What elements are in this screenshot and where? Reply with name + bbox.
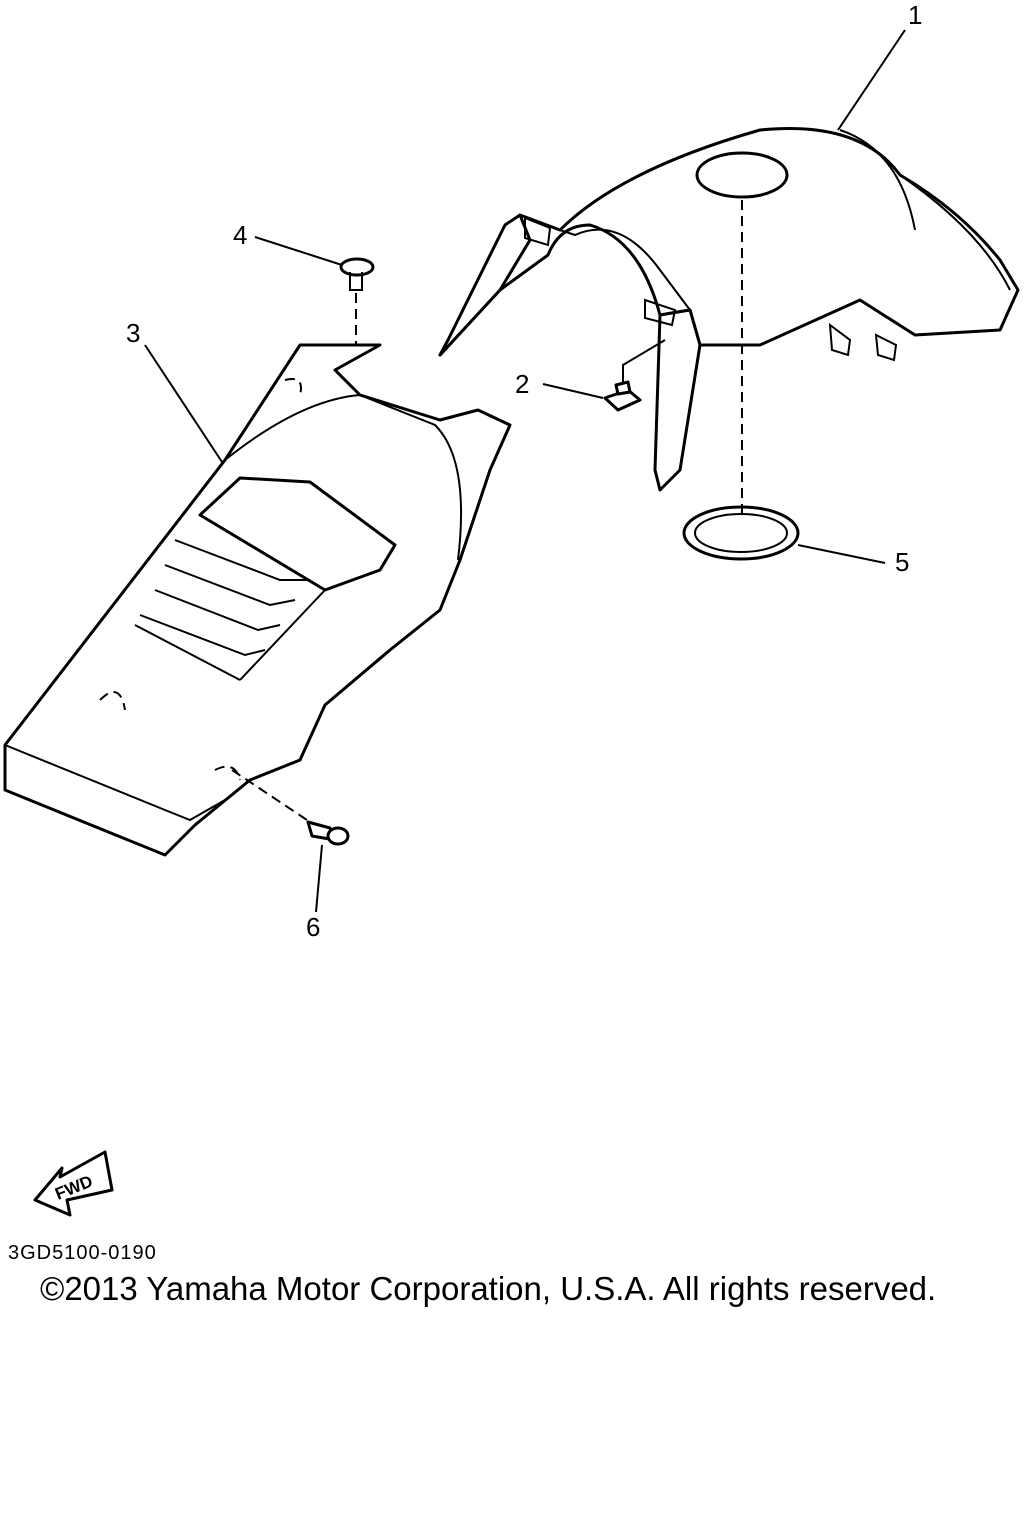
part-4-screw xyxy=(339,257,375,291)
part-3-seat-cover xyxy=(3,343,512,857)
callout-2: 2 xyxy=(515,369,529,399)
fwd-arrow-icon: FWD xyxy=(33,1150,114,1217)
part-2-mount-line xyxy=(622,339,666,382)
leader-2 xyxy=(542,383,604,399)
leader-5 xyxy=(797,544,886,564)
callout-4: 4 xyxy=(233,220,247,250)
leader-4 xyxy=(254,236,343,266)
callout-1: 1 xyxy=(908,0,922,30)
copyright-notice: ©2013 Yamaha Motor Corporation, U.S.A. A… xyxy=(40,1270,937,1307)
part-1-cover xyxy=(438,126,1020,492)
leader-6 xyxy=(315,844,323,913)
leader-1 xyxy=(837,29,906,131)
diagram-reference-code: 3GD5100-0190 xyxy=(8,1242,157,1264)
leader-3 xyxy=(144,344,223,463)
callout-5: 5 xyxy=(895,547,909,577)
callout-6: 6 xyxy=(306,912,320,942)
part-2-nut xyxy=(603,380,642,412)
part-6-bolt xyxy=(306,820,350,846)
part-5-seal-ring xyxy=(682,505,800,561)
callout-3: 3 xyxy=(126,318,140,348)
